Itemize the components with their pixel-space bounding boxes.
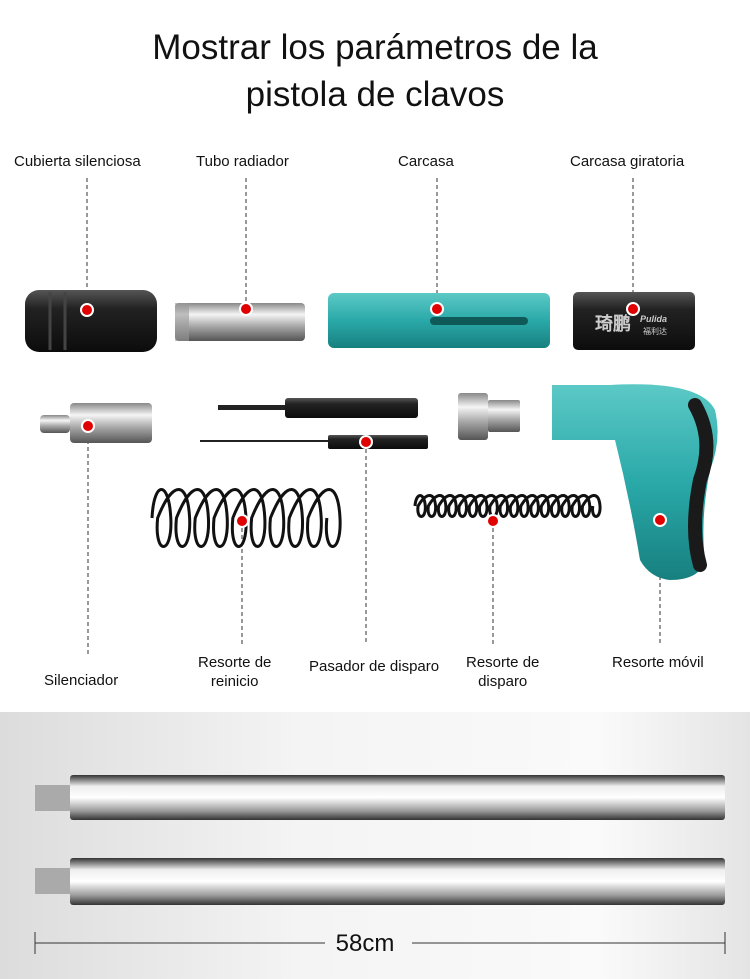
marker-dots (80, 302, 667, 528)
extension-rods (35, 775, 725, 905)
label-carcasa: Carcasa (398, 153, 454, 170)
springs (150, 488, 602, 548)
housing-part (328, 293, 550, 348)
label-line: reinicio (210, 673, 259, 690)
firing-spring (413, 494, 602, 518)
dimension-line (34, 932, 726, 954)
rods-background (0, 712, 750, 979)
firing-pin-part (200, 398, 428, 449)
reset-spring (150, 488, 342, 548)
label-line: disparo (478, 673, 528, 690)
silencer-cover-part (25, 290, 157, 352)
label-line: Resorte de (198, 654, 272, 671)
handle-part (552, 384, 718, 580)
label-tubo-radiador: Tubo radiador (196, 153, 289, 170)
label-resorte-disparo: Resorte de disparo (466, 653, 539, 691)
label-line: Resorte de (466, 654, 540, 671)
title-line-1: Mostrar los parámetros de la (152, 28, 598, 67)
leader-lines (86, 178, 661, 655)
length-dimension: 58cm (335, 930, 395, 957)
logo-cn2: 福利达 (643, 326, 667, 336)
logo-cn: 琦鹏 (595, 313, 631, 334)
nut-part (458, 393, 520, 440)
silencer-part (40, 403, 152, 443)
label-resorte-movil: Resorte móvil (612, 654, 704, 671)
label-pasador-disparo: Pasador de disparo (309, 658, 440, 675)
rotating-housing-part: 琦鹏 Pulida 福利达 (573, 292, 695, 350)
label-resorte-reinicio: Resorte de reinicio (198, 653, 271, 691)
label-silenciador: Silenciador (44, 672, 119, 689)
radiator-tube-part (175, 303, 305, 341)
label-cubierta-silenciosa: Cubierta silenciosa (14, 153, 141, 170)
title-line-2: pistola de clavos (245, 75, 505, 114)
logo-brand: Pulida (640, 314, 667, 324)
label-carcasa-giratoria: Carcasa giratoria (570, 153, 685, 170)
